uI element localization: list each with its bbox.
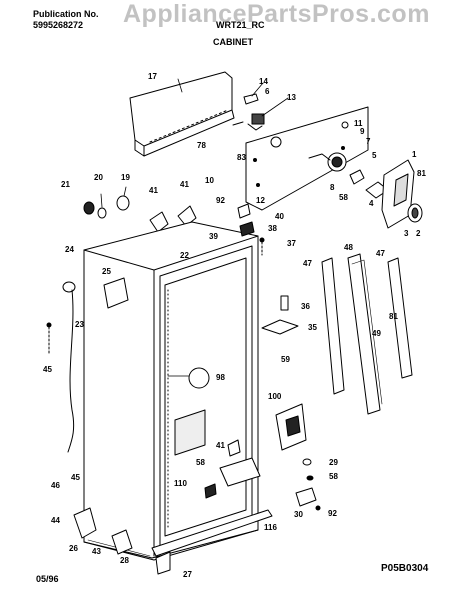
callout-28: 28 bbox=[120, 556, 129, 565]
callout-45b: 45 bbox=[71, 473, 80, 482]
callout-7: 7 bbox=[366, 137, 371, 146]
callout-23: 23 bbox=[75, 320, 84, 329]
callout-98: 98 bbox=[216, 373, 225, 382]
callout-35: 35 bbox=[308, 323, 317, 332]
cabinet-body bbox=[83, 221, 259, 561]
revision-date: 05/96 bbox=[36, 574, 59, 584]
model-number: WRT21_RC bbox=[216, 20, 265, 30]
callout-47a: 47 bbox=[303, 259, 312, 268]
callout-12: 12 bbox=[256, 196, 265, 205]
callout-36: 36 bbox=[301, 302, 310, 311]
leveling-parts bbox=[73, 507, 171, 575]
callout-92b: 92 bbox=[328, 509, 337, 518]
callout-116: 116 bbox=[264, 523, 277, 532]
callout-110: 110 bbox=[174, 479, 187, 488]
callout-21: 21 bbox=[61, 180, 70, 189]
callout-14: 14 bbox=[259, 77, 268, 86]
callout-17: 17 bbox=[148, 72, 157, 81]
callout-9: 9 bbox=[360, 127, 365, 136]
control-panel-part-10 bbox=[245, 106, 369, 211]
callout-41a: 41 bbox=[180, 180, 189, 189]
callout-78: 78 bbox=[197, 141, 206, 150]
plug-part-21 bbox=[83, 201, 95, 215]
callout-48: 48 bbox=[344, 243, 353, 252]
callout-4: 4 bbox=[369, 199, 374, 208]
callout-58c: 58 bbox=[329, 472, 338, 481]
callout-49: 49 bbox=[372, 329, 381, 338]
top-cover-part-17 bbox=[129, 71, 235, 157]
callout-11: 11 bbox=[354, 119, 363, 128]
drain-tube-parts-23-24 bbox=[62, 281, 76, 453]
callout-22: 22 bbox=[180, 251, 189, 260]
callout-39: 39 bbox=[209, 232, 218, 241]
bottom-right-parts bbox=[295, 458, 321, 511]
callout-58b: 58 bbox=[196, 458, 205, 467]
callout-30: 30 bbox=[294, 510, 303, 519]
callout-6: 6 bbox=[265, 87, 270, 96]
hinge-parts-18-41 bbox=[149, 205, 197, 233]
bracket-part-25 bbox=[103, 277, 129, 309]
shelf-bracket-parts bbox=[261, 295, 299, 335]
callout-43: 43 bbox=[92, 547, 101, 556]
plug-part-19 bbox=[116, 195, 130, 211]
cam-and-hinge-parts bbox=[237, 203, 265, 256]
callout-37: 37 bbox=[287, 239, 296, 248]
callout-10: 10 bbox=[205, 176, 214, 185]
thermostat-dial-part-5 bbox=[308, 152, 347, 172]
callout-41b: 41 bbox=[216, 441, 225, 450]
light-housing-parts bbox=[349, 159, 423, 229]
callout-45a: 45 bbox=[43, 365, 52, 374]
callout-38: 38 bbox=[268, 224, 277, 233]
toe-grille-part-116 bbox=[151, 509, 273, 557]
screw-part-45 bbox=[46, 322, 52, 356]
callout-27: 27 bbox=[183, 570, 192, 579]
callout-8: 8 bbox=[330, 183, 335, 192]
publication-label: Publication No. bbox=[33, 9, 99, 19]
callout-20: 20 bbox=[94, 173, 103, 182]
watermark: AppliancePartsPros.com bbox=[123, 0, 430, 28]
callout-92a: 92 bbox=[216, 196, 225, 205]
callout-81b: 81 bbox=[389, 312, 398, 321]
callout-1: 1 bbox=[412, 150, 417, 159]
callout-46: 46 bbox=[51, 481, 60, 490]
label-plate-part-98 bbox=[188, 367, 210, 389]
callout-3: 3 bbox=[404, 229, 409, 238]
callout-19: 19 bbox=[121, 173, 130, 182]
callout-47b: 47 bbox=[376, 249, 385, 258]
diagram-code: P05B0304 bbox=[381, 563, 429, 574]
callout-29: 29 bbox=[329, 458, 338, 467]
plug-part-20 bbox=[97, 207, 107, 219]
publication-number: 5995268272 bbox=[33, 20, 84, 30]
callout-58a: 58 bbox=[339, 193, 348, 202]
callout-40: 40 bbox=[275, 212, 284, 221]
door-rails-parts-47-48-49 bbox=[321, 253, 413, 415]
damper-hardware-parts bbox=[232, 93, 265, 131]
callout-81a: 81 bbox=[417, 169, 426, 178]
callout-25: 25 bbox=[102, 267, 111, 276]
callout-44: 44 bbox=[51, 516, 60, 525]
callout-13: 13 bbox=[287, 93, 296, 102]
callout-2: 2 bbox=[416, 229, 421, 238]
callout-83: 83 bbox=[237, 153, 246, 162]
section-title: CABINET bbox=[213, 37, 253, 47]
callout-5: 5 bbox=[372, 151, 377, 160]
part-110 bbox=[204, 483, 217, 499]
callout-59: 59 bbox=[281, 355, 290, 364]
callout-24: 24 bbox=[65, 245, 74, 254]
bottom-hinge-parts bbox=[219, 439, 261, 487]
callout-numbers: 17 14 6 13 78 83 11 9 7 5 1 81 10 8 58 4… bbox=[43, 72, 426, 579]
callout-18: 41 bbox=[149, 186, 158, 195]
handle-bracket-part-100 bbox=[275, 403, 307, 451]
callout-100: 100 bbox=[268, 392, 282, 401]
callout-26: 26 bbox=[69, 544, 78, 553]
